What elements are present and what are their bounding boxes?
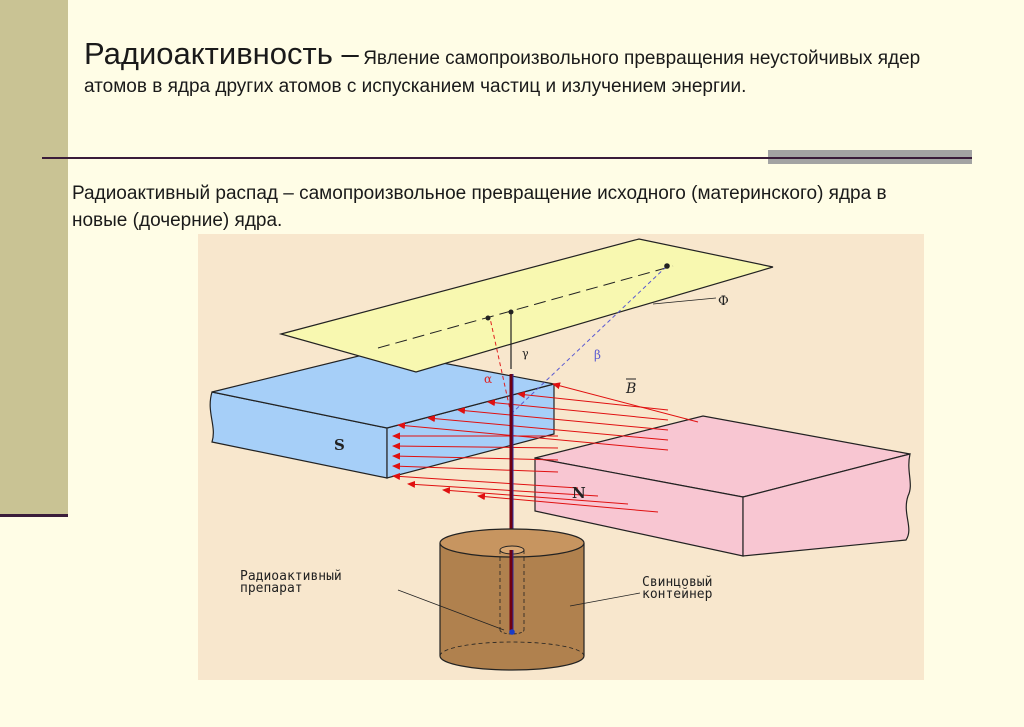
container-leader bbox=[569, 592, 641, 607]
field-label: B bbox=[625, 381, 636, 397]
field-line bbox=[457, 407, 669, 431]
field-line bbox=[552, 382, 699, 423]
divider-block-line bbox=[768, 157, 972, 159]
source-leader bbox=[397, 589, 505, 631]
screen-surface bbox=[278, 238, 774, 373]
container-label-line2: контейнер bbox=[642, 587, 713, 602]
field-line bbox=[392, 462, 559, 473]
screen-midline bbox=[377, 265, 674, 349]
callouts: Радиоактивный препарат Свинцовый контейн… bbox=[240, 569, 713, 631]
source-label-line1: Радиоактивный bbox=[240, 569, 342, 584]
lead-container bbox=[439, 528, 585, 671]
field-line bbox=[517, 391, 669, 411]
container-label-line1: Свинцовый bbox=[642, 575, 712, 590]
alpha-label: α bbox=[484, 372, 492, 386]
field-line bbox=[477, 493, 659, 513]
field-line bbox=[392, 442, 559, 450]
alpha-ray-path bbox=[489, 317, 512, 415]
magnet-s bbox=[209, 350, 555, 479]
field-line bbox=[407, 480, 599, 497]
beta-dot bbox=[664, 263, 670, 269]
divider-line bbox=[42, 157, 972, 159]
diagram-svg: Ф α β γ B S N bbox=[209, 238, 911, 671]
field-line bbox=[392, 472, 579, 489]
pole-n-label: N bbox=[572, 484, 586, 502]
magnet-n bbox=[534, 415, 911, 557]
slide-title: Радиоактивность – Явление самопроизвольн… bbox=[84, 38, 964, 101]
field-line bbox=[442, 487, 629, 505]
radioactive-source-dot bbox=[509, 629, 515, 635]
screen-plate: Ф bbox=[278, 238, 774, 373]
beta-ray-path bbox=[510, 265, 668, 415]
alpha-dot bbox=[485, 315, 491, 321]
title-definition: Явление самопроизвольного превращения не… bbox=[84, 48, 921, 97]
side-decor-line bbox=[0, 514, 68, 517]
screen-label: Ф bbox=[718, 294, 729, 309]
magnet-s-front bbox=[209, 391, 388, 479]
field-line bbox=[397, 422, 669, 451]
source-label-line2: препарат bbox=[240, 581, 303, 596]
side-decor-bar bbox=[0, 0, 68, 515]
magnet-n-end bbox=[742, 453, 911, 557]
gamma-dot bbox=[508, 309, 514, 315]
container-channel-bottom bbox=[499, 629, 525, 635]
pole-s-label: S bbox=[334, 436, 345, 454]
title-heading: Радиоактивность – bbox=[84, 36, 359, 71]
field-line bbox=[487, 399, 669, 421]
radioactivity-diagram: Ф α β γ B S N bbox=[198, 234, 924, 680]
gamma-label: γ bbox=[522, 347, 529, 360]
container-base-hidden bbox=[439, 641, 585, 657]
field-line bbox=[392, 452, 559, 461]
field-lines bbox=[392, 382, 699, 513]
field-line bbox=[427, 415, 669, 441]
beta-label: β bbox=[594, 348, 601, 362]
decay-definition: Радиоактивный распад – самопроизвольное … bbox=[72, 183, 887, 231]
screen-leader bbox=[652, 297, 717, 305]
